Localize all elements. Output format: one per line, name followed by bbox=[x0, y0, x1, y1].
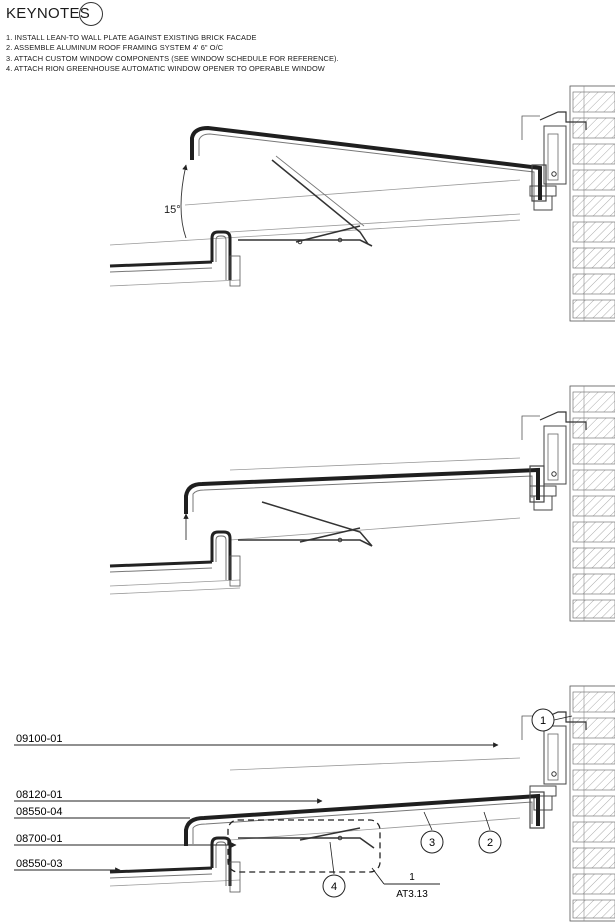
keynote-item: 2. ASSEMBLE ALUMINUM ROOF FRAMING SYSTEM… bbox=[6, 43, 224, 53]
keynotes-list: 1. INSTALL LEAN-TO WALL PLATE AGAINST EX… bbox=[6, 33, 339, 75]
keynote-item: 4. ATTACH RION GREENHOUSE AUTOMATIC WIND… bbox=[6, 64, 325, 74]
keynote-item: 3. ATTACH CUSTOM WINDOW COMPONENTS (SEE … bbox=[6, 53, 339, 63]
keynote-item: 1. INSTALL LEAN-TO WALL PLATE AGAINST EX… bbox=[6, 33, 257, 42]
section-view-annotated: 09100-01 08120-01 08550-04 08700-01 0855… bbox=[14, 685, 615, 922]
detail-ref-sheet: AT3.13 bbox=[396, 889, 428, 900]
keynote-circle-symbol bbox=[79, 2, 103, 26]
keynote-tag: 3 bbox=[429, 837, 435, 849]
callout-label: 09100-01 bbox=[16, 733, 63, 745]
keynotes-title: KEYNOTES bbox=[6, 5, 91, 22]
detail-boundary bbox=[227, 819, 381, 873]
keynote-tag: 1 bbox=[540, 715, 546, 727]
angle-label: 15° bbox=[164, 204, 181, 216]
callout-label: 08700-01 bbox=[16, 833, 63, 845]
section-view-open: 15° bbox=[109, 85, 615, 322]
keynote-tag: 2 bbox=[487, 837, 493, 849]
callout-label: 08120-01 bbox=[16, 789, 63, 801]
section-view-closed bbox=[109, 385, 615, 622]
keynote-tag: 4 bbox=[331, 881, 337, 893]
detail-ref-number: 1 bbox=[409, 872, 415, 883]
callout-label: 08550-04 bbox=[16, 806, 63, 818]
callout-label: 08550-03 bbox=[16, 858, 63, 870]
